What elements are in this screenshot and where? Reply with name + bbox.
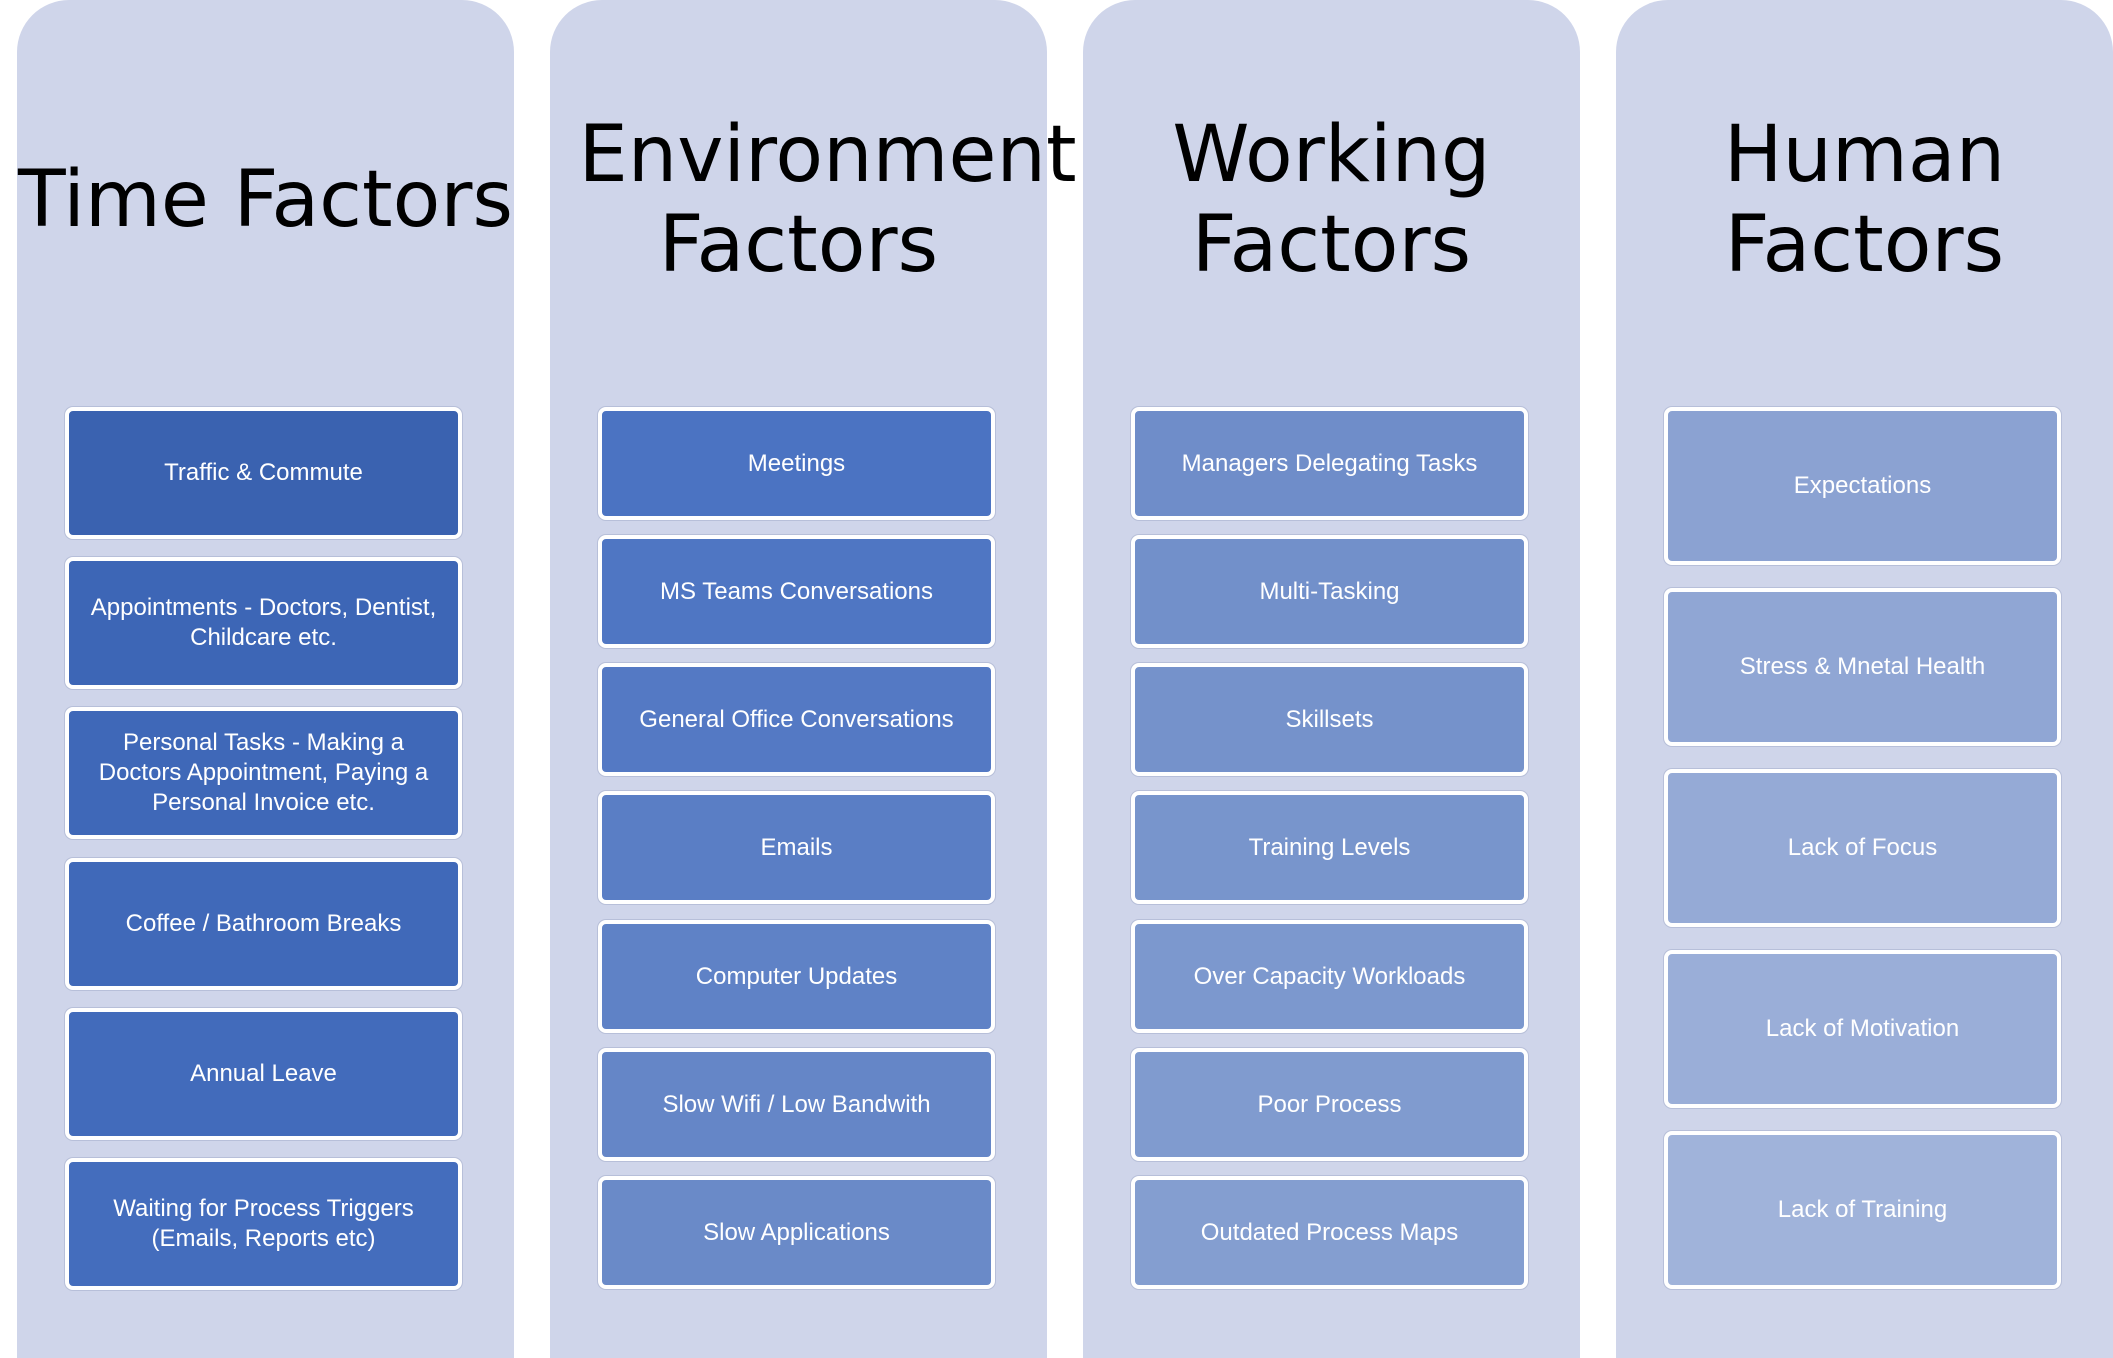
factor-box: Annual Leave: [65, 1008, 462, 1140]
column-title-text: Environment Factors: [578, 110, 1077, 290]
factor-box: Expectations: [1664, 407, 2061, 565]
column-title-text: Working Factors: [1172, 110, 1491, 290]
factor-box: Traffic & Commute: [65, 407, 462, 539]
factor-box: Over Capacity Workloads: [1131, 920, 1528, 1033]
factor-box: Outdated Process Maps: [1131, 1176, 1528, 1289]
factor-box: Waiting for Process Triggers (Emails, Re…: [65, 1158, 462, 1290]
factor-box: Lack of Motivation: [1664, 950, 2061, 1108]
factor-box: Computer Updates: [598, 920, 995, 1033]
column-title: Time Factors: [17, 155, 514, 245]
column-title: Environment Factors: [550, 110, 1077, 290]
factor-box: Lack of Focus: [1664, 769, 2061, 927]
column-environment-factors: Environment Factors Meetings MS Teams Co…: [550, 0, 1077, 1358]
column-human-factors: Human Factors Expectations Stress & Mnet…: [1616, 0, 2113, 1358]
factor-box: Slow Applications: [598, 1176, 995, 1289]
column-title: Human Factors: [1616, 110, 2113, 290]
factor-box: Stress & Mnetal Health: [1664, 588, 2061, 746]
column-title-text: Human Factors: [1723, 110, 2006, 290]
factor-box: Managers Delegating Tasks: [1131, 407, 1528, 520]
factor-box: Personal Tasks - Making a Doctors Appoin…: [65, 707, 462, 839]
column-time-factors: Time Factors Traffic & Commute Appointme…: [17, 0, 514, 1358]
factor-box: MS Teams Conversations: [598, 535, 995, 648]
factor-box: Multi-Tasking: [1131, 535, 1528, 648]
column-title: Working Factors: [1083, 110, 1580, 290]
factor-box: Poor Process: [1131, 1048, 1528, 1161]
factor-box: Lack of Training: [1664, 1131, 2061, 1289]
factor-box: Skillsets: [1131, 663, 1528, 776]
factor-box: Meetings: [598, 407, 995, 520]
factor-box: Training Levels: [1131, 791, 1528, 904]
factor-box: Emails: [598, 791, 995, 904]
factor-box: Slow Wifi / Low Bandwith: [598, 1048, 995, 1161]
column-working-factors: Working Factors Managers Delegating Task…: [1083, 0, 1580, 1358]
factor-box: Coffee / Bathroom Breaks: [65, 858, 462, 990]
factor-box: General Office Conversations: [598, 663, 995, 776]
factor-box: Appointments - Doctors, Dentist, Childca…: [65, 557, 462, 689]
